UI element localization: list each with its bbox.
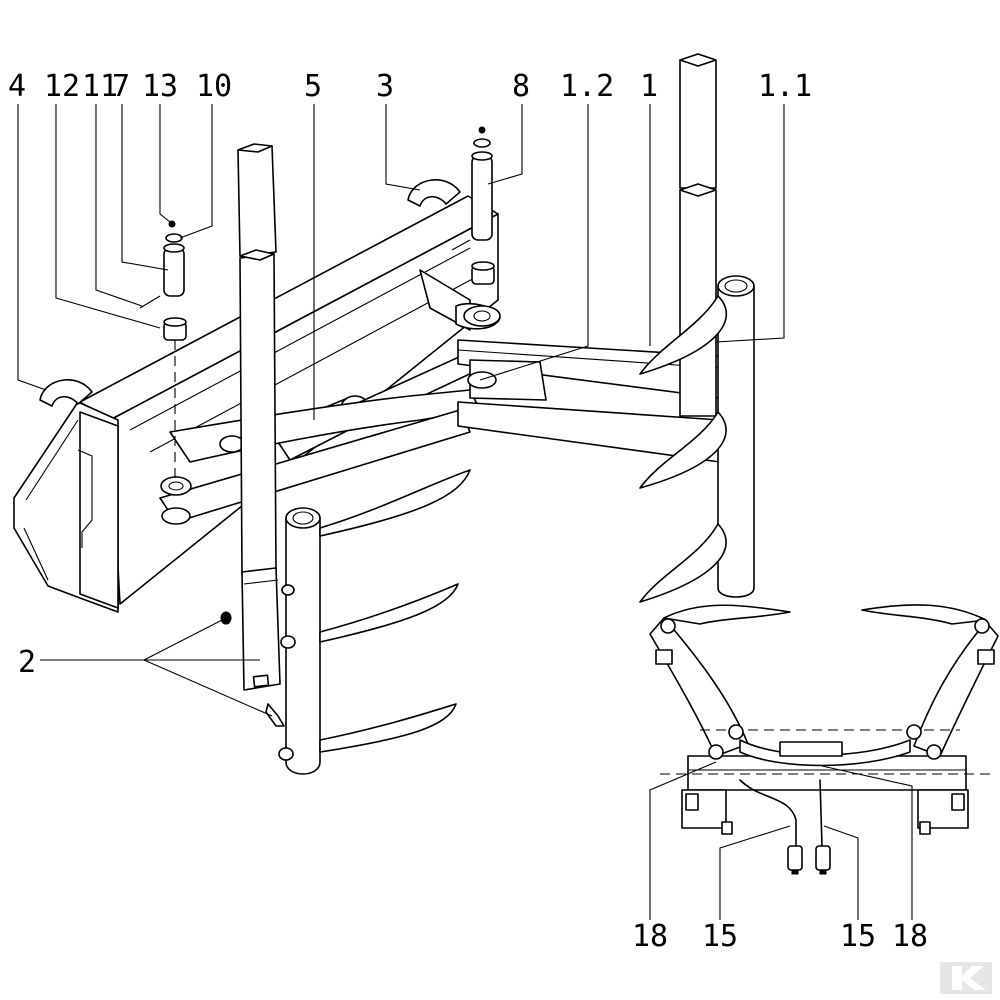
main-assembly xyxy=(13,53,755,775)
left-cotter-pin xyxy=(139,295,161,309)
right-pin xyxy=(471,155,493,241)
front-tine-tube xyxy=(278,507,321,775)
callout-11: 11 xyxy=(82,69,118,104)
top-hook-right xyxy=(407,179,461,207)
left-pin-nut xyxy=(168,220,176,228)
left-pin xyxy=(163,247,185,297)
callout-18-left: 18 xyxy=(632,919,668,954)
right-pin-nut xyxy=(478,126,486,134)
left-pin-washer xyxy=(165,233,183,243)
watermark-logo xyxy=(940,962,992,994)
right-upright-post xyxy=(679,53,717,417)
callout-1-2: 1.2 xyxy=(560,69,614,104)
rear-frame xyxy=(419,269,721,463)
callout-13: 13 xyxy=(142,69,178,104)
callout-4: 4 xyxy=(8,69,26,104)
right-cotter-pin xyxy=(451,239,471,251)
callout-15-right: 15 xyxy=(840,919,876,954)
rear-tines xyxy=(639,295,728,603)
callout-10: 10 xyxy=(196,69,232,104)
inset-front-view xyxy=(649,604,999,875)
left-pin-stack xyxy=(139,220,187,480)
callout-7: 7 xyxy=(112,69,130,104)
frame-pivot-left xyxy=(160,435,245,525)
callout-18-right: 18 xyxy=(892,919,928,954)
right-pin-stack xyxy=(451,126,495,285)
left-upright-post xyxy=(237,143,281,691)
callout-15-left: 15 xyxy=(702,919,738,954)
headstock-plate xyxy=(13,401,119,613)
callout-8: 8 xyxy=(512,69,530,104)
callout-3: 3 xyxy=(376,69,394,104)
callout-12: 12 xyxy=(44,69,80,104)
top-hook-left xyxy=(39,379,93,407)
right-pin-washer xyxy=(473,138,491,148)
right-pivot-bracket xyxy=(455,302,501,330)
callout-5: 5 xyxy=(304,69,322,104)
front-tines xyxy=(319,469,471,753)
callout-2: 2 xyxy=(18,645,36,680)
callout-1: 1 xyxy=(640,69,658,104)
rear-tine-tube xyxy=(717,275,755,598)
leader-lines xyxy=(17,104,913,920)
callout-1-1: 1.1 xyxy=(758,69,812,104)
callout-labels: 4 12 11 7 13 10 5 3 8 1.2 1 1.1 2 18 15 … xyxy=(8,69,928,954)
